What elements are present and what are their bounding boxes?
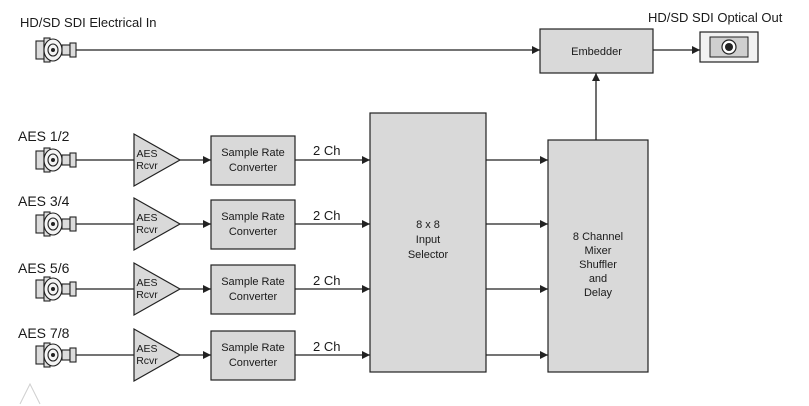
aes-bnc-connector-icon (35, 276, 77, 302)
src-label-line-2: Converter (229, 162, 278, 174)
arrow (540, 285, 548, 293)
arrow (540, 220, 548, 228)
arrow (362, 351, 370, 359)
sdi-out-label: HD/SD SDI Optical Out (648, 10, 783, 25)
aes-input-row: AES 1/2 AES Rcvr Sample Rate Converter 2… (18, 128, 370, 188)
channel-count-label: 2 Ch (313, 208, 340, 223)
input-selector-box (369, 112, 487, 373)
mixer-line-3: Shuffler (579, 259, 617, 271)
mixer-line-1: 8 Channel (573, 231, 623, 243)
src-label-line-1: Sample Rate (221, 147, 285, 159)
aes-input-label: AES 1/2 (18, 128, 70, 144)
aes-input-row: AES 5/6 AES Rcvr Sample Rate Converter 2… (18, 260, 370, 317)
mixer-box (547, 139, 649, 373)
aes-bnc-connector-icon (35, 147, 77, 173)
amp-label-line-1: AES (136, 343, 157, 355)
src-label-line-1: Sample Rate (221, 211, 285, 223)
sdi-in-connector-icon (35, 37, 77, 63)
mixer-line-4: and (589, 273, 607, 285)
arrow (203, 351, 211, 359)
arrow (362, 220, 370, 228)
aes-input-label: AES 5/6 (18, 260, 70, 276)
aes-input-label: AES 7/8 (18, 325, 70, 341)
amp-label-line-2: Rcvr (136, 224, 158, 236)
sample-rate-converter-box (210, 199, 296, 250)
arrow-to-embedder (532, 46, 540, 54)
optical-out-connector-icon (699, 31, 759, 63)
src-label-line-1: Sample Rate (221, 276, 285, 288)
amp-label-line-2: Rcvr (136, 355, 158, 367)
selector-line-3: Selector (408, 249, 449, 261)
aes-bnc-connector-icon (35, 342, 77, 368)
src-label-line-1: Sample Rate (221, 342, 285, 354)
arrow (362, 285, 370, 293)
arrow (203, 156, 211, 164)
arrow-to-optical-out (692, 46, 700, 54)
arrow (203, 220, 211, 228)
embedder-label: Embedder (571, 46, 622, 58)
aes-receiver-amp (133, 196, 182, 252)
src-label-line-2: Converter (229, 291, 278, 303)
sample-rate-converter-box (210, 135, 296, 186)
aes-bnc-connector-icon (35, 211, 77, 237)
channel-count-label: 2 Ch (313, 143, 340, 158)
arrow (362, 156, 370, 164)
aes-receiver-amp (133, 132, 182, 188)
sample-rate-converter-box (210, 264, 296, 315)
amp-label-line-2: Rcvr (136, 160, 158, 172)
amp-label-line-1: AES (136, 212, 157, 224)
aes-input-label: AES 3/4 (18, 193, 70, 209)
arrow (203, 285, 211, 293)
aes-receiver-amp (133, 327, 182, 383)
src-label-line-2: Converter (229, 357, 278, 369)
channel-count-label: 2 Ch (313, 339, 340, 354)
channel-count-label: 2 Ch (313, 273, 340, 288)
mixer-line-5: Delay (584, 287, 613, 299)
faint-watermark (19, 382, 41, 405)
src-label-line-2: Converter (229, 226, 278, 238)
amp-label-line-2: Rcvr (136, 289, 158, 301)
amp-label-line-1: AES (136, 148, 157, 160)
selector-line-2: Input (416, 234, 440, 246)
mixer-line-2: Mixer (585, 245, 612, 257)
arrow-up-to-embedder (592, 73, 600, 81)
aes-input-row: AES 7/8 AES Rcvr Sample Rate Converter 2… (18, 325, 370, 383)
aes-input-row: AES 3/4 AES Rcvr Sample Rate Converter 2… (18, 193, 370, 252)
arrow (540, 156, 548, 164)
selector-line-1: 8 x 8 (416, 219, 440, 231)
aes-receiver-amp (133, 261, 182, 317)
amp-label-line-1: AES (136, 277, 157, 289)
sample-rate-converter-box (210, 330, 296, 381)
arrow (540, 351, 548, 359)
sdi-in-label: HD/SD SDI Electrical In (20, 15, 157, 30)
